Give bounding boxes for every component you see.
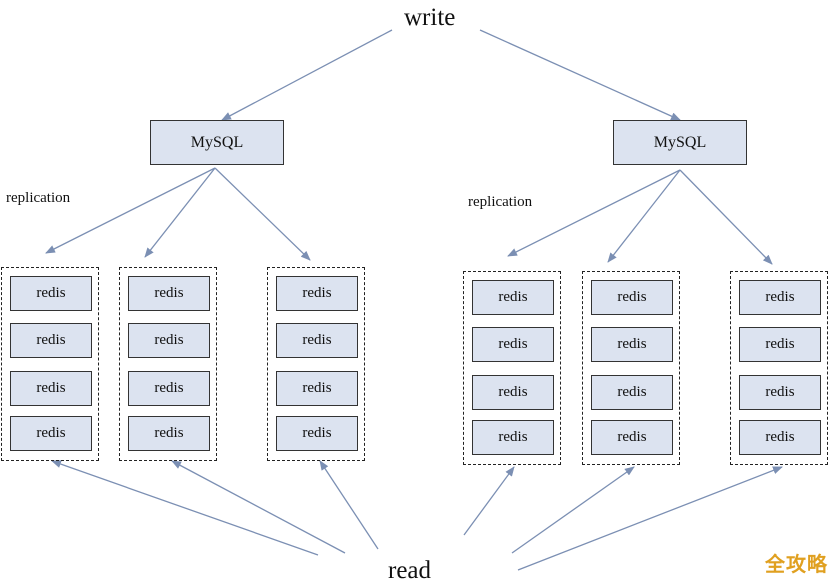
redis-label: redis: [617, 289, 647, 305]
redis-node: redis: [10, 371, 92, 406]
arrow-read-left-1: [51, 460, 319, 556]
redis-group-right-2: redis redis redis redis: [582, 271, 680, 465]
redis-node: redis: [739, 327, 821, 362]
replication-label-right: replication: [468, 194, 533, 210]
redis-label: redis: [765, 289, 795, 305]
arrow-write-to-mysql-right: [479, 29, 681, 121]
redis-label: redis: [154, 332, 184, 348]
redis-node: redis: [472, 375, 554, 410]
redis-node: redis: [591, 375, 673, 410]
redis-label: redis: [498, 289, 528, 305]
redis-label: redis: [154, 425, 184, 441]
redis-node: redis: [591, 280, 673, 315]
read-label: read: [388, 557, 432, 584]
redis-label: redis: [154, 285, 184, 301]
redis-label: redis: [302, 380, 332, 396]
redis-node: redis: [472, 280, 554, 315]
redis-group-left-2: redis redis redis redis: [119, 267, 217, 461]
redis-label: redis: [36, 332, 66, 348]
arrow-replication-left-3: [214, 167, 311, 261]
redis-label: redis: [498, 384, 528, 400]
arrow-read-right-3: [517, 466, 783, 571]
arrow-write-to-mysql-left: [221, 29, 393, 121]
redis-node: redis: [10, 323, 92, 358]
redis-node: redis: [591, 327, 673, 362]
mysql-label: MySQL: [190, 133, 244, 151]
redis-label: redis: [617, 384, 647, 400]
redis-label: redis: [617, 429, 647, 445]
mysql-box-left: MySQL: [150, 120, 284, 165]
redis-node: redis: [276, 276, 358, 311]
redis-node: redis: [276, 323, 358, 358]
redis-group-left-3: redis redis redis redis: [267, 267, 365, 461]
redis-node: redis: [276, 371, 358, 406]
redis-node: redis: [739, 420, 821, 455]
replication-label-left: replication: [6, 190, 71, 206]
redis-label: redis: [302, 425, 332, 441]
arrow-read-left-3: [319, 460, 379, 550]
redis-node: redis: [739, 375, 821, 410]
redis-node: redis: [128, 323, 210, 358]
redis-group-right-3: redis redis redis redis: [730, 271, 828, 465]
redis-node: redis: [472, 420, 554, 455]
redis-node: redis: [472, 327, 554, 362]
mysql-box-right: MySQL: [613, 120, 747, 165]
redis-node: redis: [128, 416, 210, 451]
arrow-read-right-1: [463, 466, 515, 536]
redis-label: redis: [617, 336, 647, 352]
redis-label: redis: [765, 336, 795, 352]
redis-label: redis: [302, 332, 332, 348]
redis-label: redis: [765, 429, 795, 445]
redis-node: redis: [10, 416, 92, 451]
redis-label: redis: [154, 380, 184, 396]
redis-node: redis: [739, 280, 821, 315]
redis-label: redis: [498, 336, 528, 352]
redis-node: redis: [276, 416, 358, 451]
redis-group-left-1: redis redis redis redis: [1, 267, 99, 461]
redis-group-right-1: redis redis redis redis: [463, 271, 561, 465]
redis-node: redis: [128, 276, 210, 311]
mysql-label: MySQL: [653, 133, 707, 151]
arrow-replication-right-2: [607, 169, 681, 263]
arrow-replication-right-3: [679, 169, 773, 265]
redis-label: redis: [36, 425, 66, 441]
arrow-replication-left-2: [144, 167, 216, 258]
redis-node: redis: [591, 420, 673, 455]
arrow-read-right-2: [511, 466, 635, 554]
arrow-read-left-2: [171, 460, 346, 554]
redis-label: redis: [36, 285, 66, 301]
watermark-logo: 全攻略: [765, 552, 828, 576]
redis-node: redis: [128, 371, 210, 406]
redis-label: redis: [765, 384, 795, 400]
arrow-replication-right-1: [507, 169, 681, 257]
redis-label: redis: [498, 429, 528, 445]
redis-node: redis: [10, 276, 92, 311]
arrow-replication-left-1: [45, 167, 216, 254]
write-label: write: [404, 4, 456, 31]
redis-label: redis: [302, 285, 332, 301]
redis-label: redis: [36, 380, 66, 396]
